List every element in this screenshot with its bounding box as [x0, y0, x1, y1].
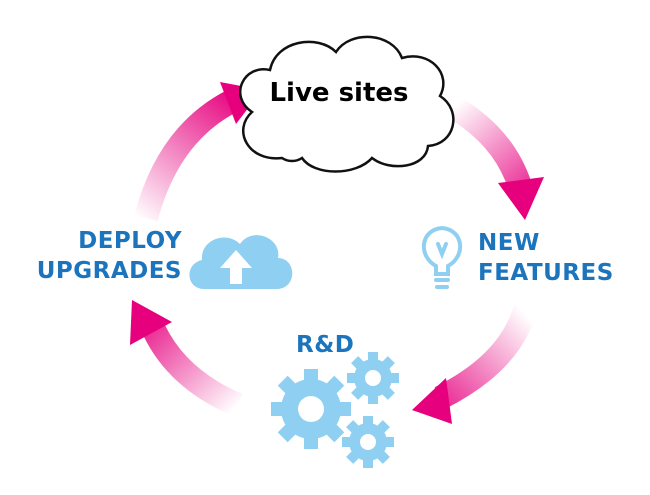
lightbulb-icon: [421, 225, 463, 289]
arrow-to-new-features: [442, 93, 544, 220]
gears-icon: [271, 352, 399, 468]
deploy-label-line1: DEPLOY: [78, 228, 182, 254]
deploy-upgrades-label: DEPLOY UPGRADES: [24, 226, 182, 286]
cloud-upload-icon: [189, 235, 293, 289]
rd-label: R&D: [296, 332, 355, 358]
arrow-to-deploy: [130, 300, 243, 417]
features-label-line1: NEW: [478, 230, 540, 256]
live-sites-cloud: [239, 35, 455, 173]
features-label-line2: FEATURES: [478, 260, 614, 286]
deploy-label-line2: UPGRADES: [36, 258, 182, 284]
arrow-to-rd: [412, 302, 538, 424]
live-sites-label: Live sites: [269, 78, 409, 108]
new-features-label: NEW FEATURES: [478, 228, 614, 288]
